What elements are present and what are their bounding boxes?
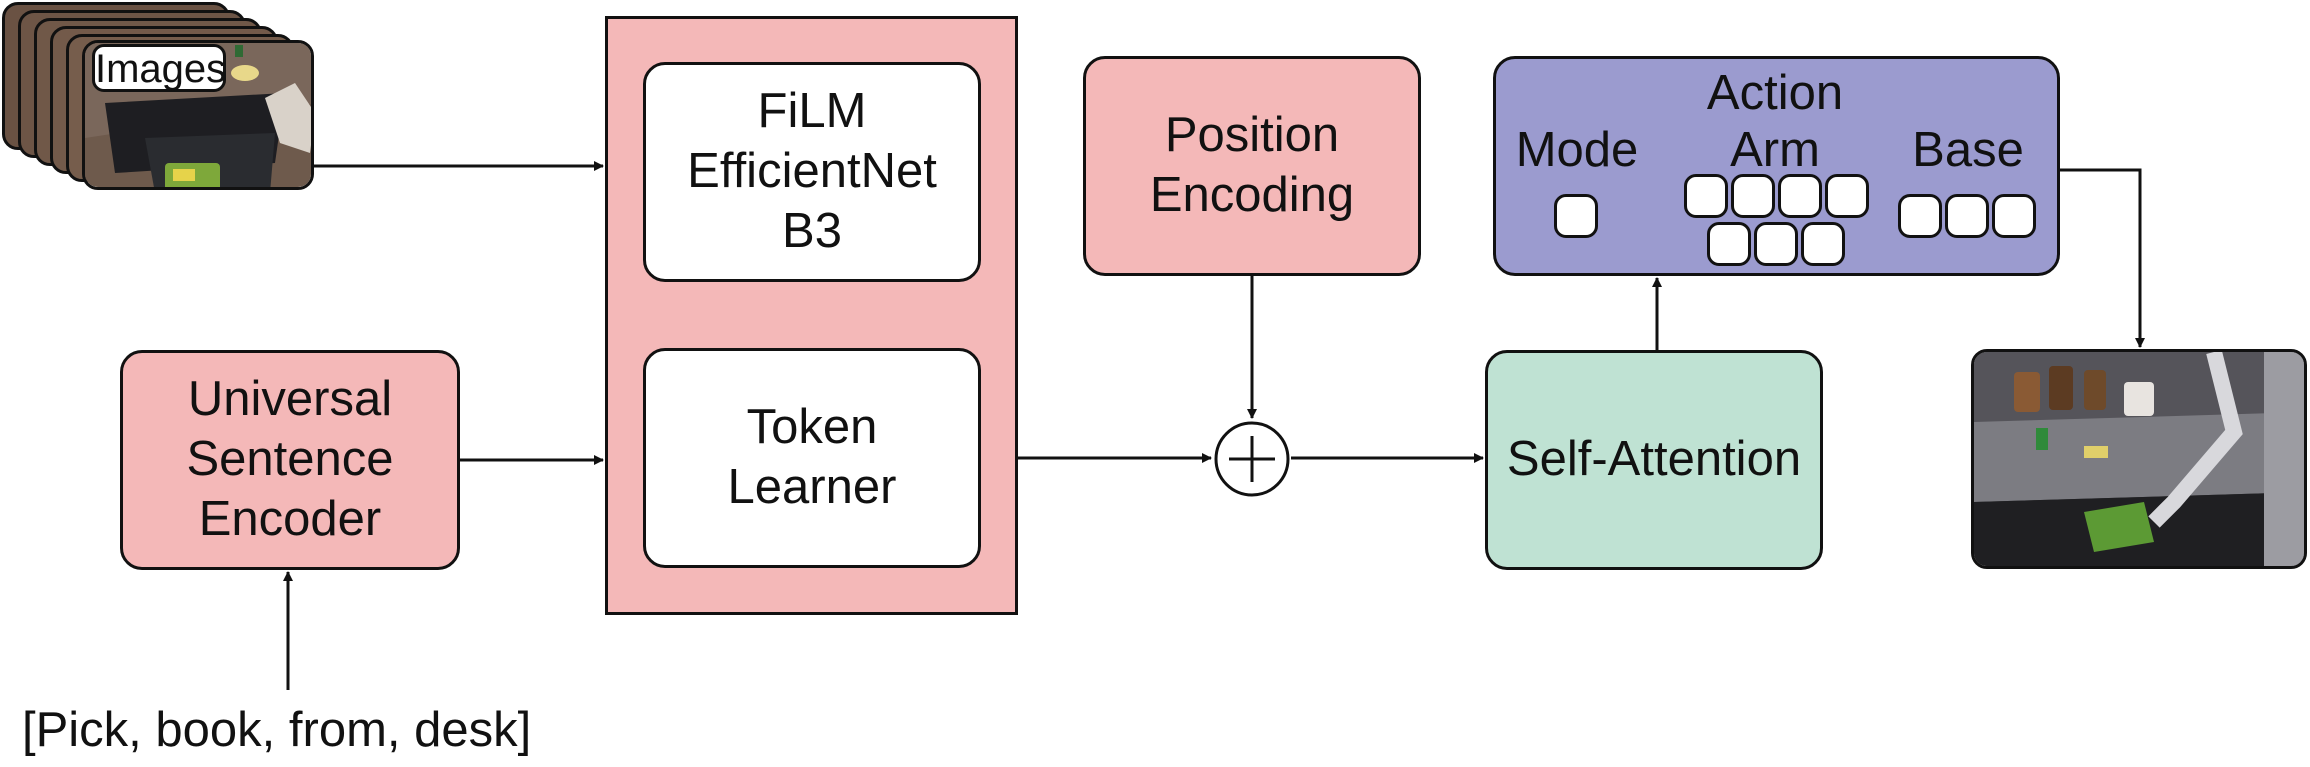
- arm-token: [1731, 174, 1775, 218]
- arrow-action-to-robot: [2060, 168, 2145, 348]
- self-attention-box: Self-Attention: [1485, 350, 1823, 570]
- base-label: Base: [1912, 123, 2024, 177]
- arm-token: [1707, 222, 1751, 266]
- position-encoding-box: Position Encoding: [1083, 56, 1421, 276]
- instruction-text: [Pick, book, from, desk]: [22, 703, 532, 757]
- sentence-encoder-box: Universal Sentence Encoder: [120, 350, 460, 570]
- base-token: [1992, 194, 2036, 238]
- base-token: [1945, 194, 1989, 238]
- robot-photo-icon: [1974, 352, 2304, 566]
- arm-token: [1825, 174, 1869, 218]
- plus-circle-icon: [1213, 420, 1291, 498]
- arm-token: [1801, 222, 1845, 266]
- base-token: [1898, 194, 1942, 238]
- token-learner-box: Token Learner: [643, 348, 981, 568]
- arm-token: [1778, 174, 1822, 218]
- arm-label: Arm: [1730, 123, 1820, 177]
- arm-token: [1754, 222, 1798, 266]
- arm-token: [1684, 174, 1728, 218]
- mode-token: [1554, 194, 1598, 238]
- film-efficientnet-box: FiLM EfficientNet B3: [643, 62, 981, 282]
- mode-label: Mode: [1515, 123, 1639, 177]
- action-title: Action: [1706, 66, 1844, 120]
- images-label: Images: [92, 44, 226, 92]
- robot-photo: [1971, 349, 2307, 569]
